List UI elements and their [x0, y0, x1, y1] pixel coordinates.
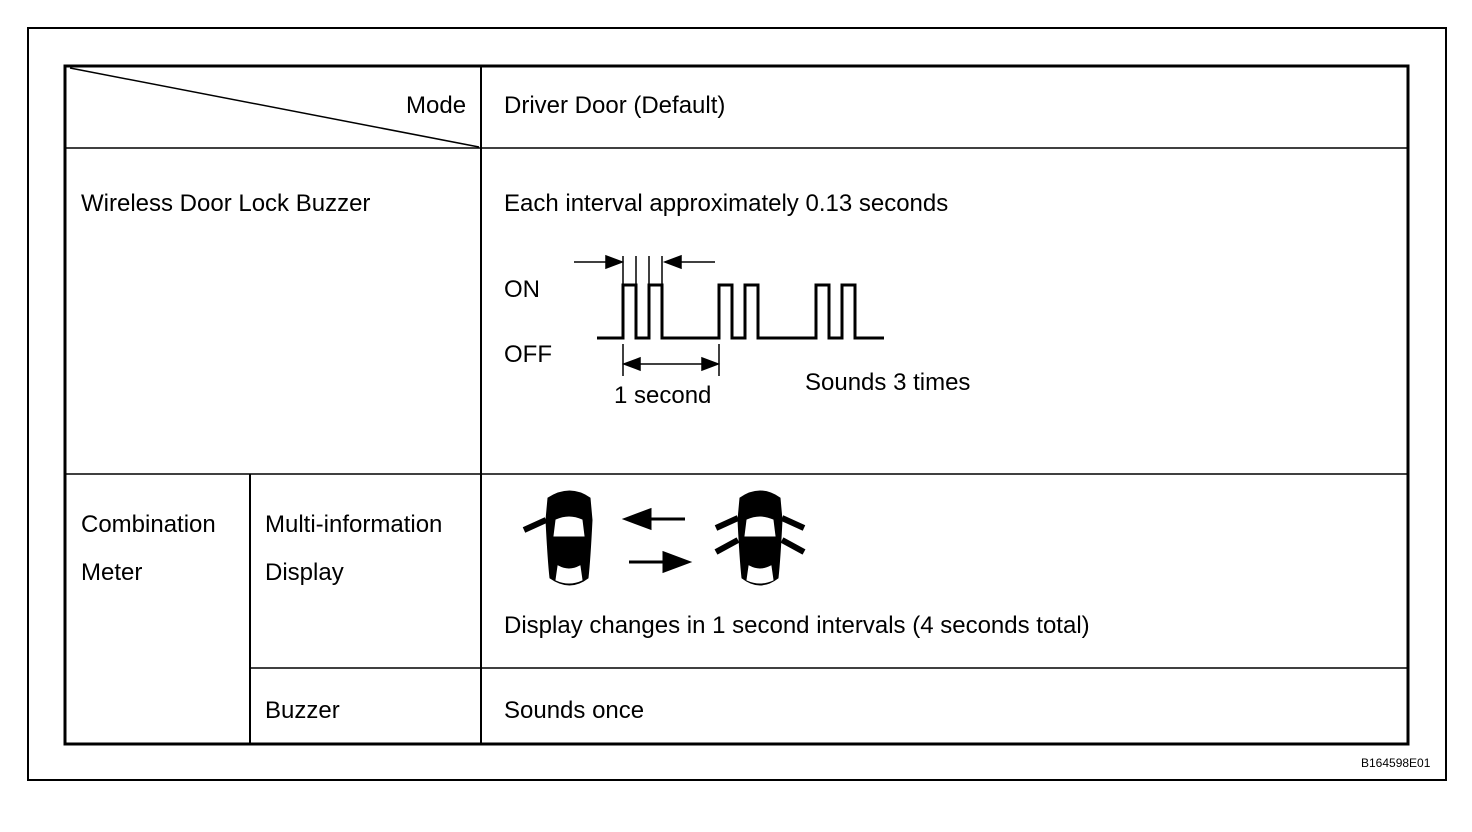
- interval-text: Each interval approximately 0.13 seconds: [504, 190, 949, 217]
- combination-meter-label-1: Combination: [81, 511, 216, 538]
- buzzer-value: Sounds once: [504, 697, 645, 724]
- period-label: 1 second: [614, 382, 712, 409]
- header-diagonal: [69, 67, 480, 148]
- car-all-doors-open-icon: [714, 490, 806, 586]
- multi-info-label-1: Multi-information: [265, 511, 443, 538]
- interval-arrow-left: [574, 254, 625, 270]
- interval-markers: [622, 256, 720, 376]
- table-border: [63, 64, 1410, 746]
- mode-value: Driver Door (Default): [504, 92, 726, 119]
- outer-frame: [27, 27, 1447, 781]
- sounds-three-label: Sounds 3 times: [805, 369, 971, 396]
- off-label: OFF: [504, 341, 552, 368]
- display-caption: Display changes in 1 second intervals (4…: [504, 612, 1090, 639]
- pulse-waveform: [597, 283, 884, 340]
- change-arrow-left-icon: [621, 507, 685, 531]
- on-label: ON: [504, 276, 540, 303]
- combination-meter-label-2: Meter: [81, 559, 143, 586]
- car-driver-door-open-icon: [522, 490, 593, 586]
- wireless-buzzer-label: Wireless Door Lock Buzzer: [81, 190, 371, 217]
- buzzer-label: Buzzer: [265, 697, 340, 724]
- change-arrow-right-icon: [629, 550, 693, 574]
- mode-label: Mode: [406, 92, 467, 119]
- one-second-arrow: [621, 356, 721, 372]
- buzzer-timing-diagram: [597, 283, 884, 340]
- figure-code: B164598E01: [1361, 756, 1431, 770]
- multi-info-label-2: Display: [265, 559, 344, 586]
- interval-arrow-right: [662, 254, 715, 270]
